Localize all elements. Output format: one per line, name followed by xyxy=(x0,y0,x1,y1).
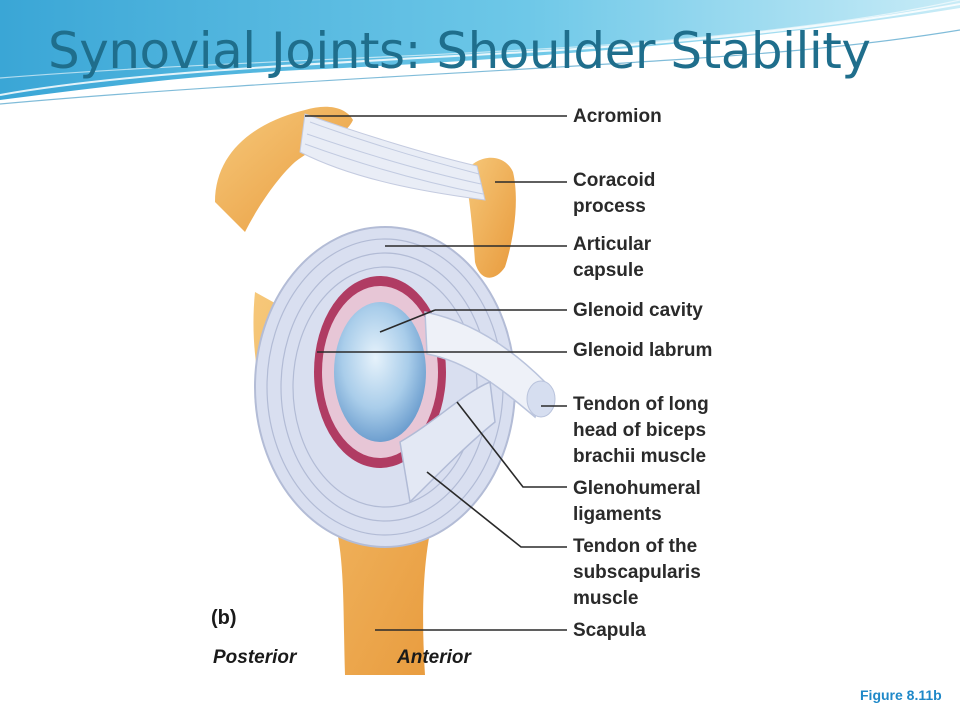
slide-title: Synovial Joints: Shoulder Stability xyxy=(48,22,871,80)
label-subscapularis-tendon: Tendon of the subscapularis muscle xyxy=(573,536,701,609)
label-biceps-tendon: Tendon of long head of biceps brachii mu… xyxy=(573,394,709,467)
leader-lines xyxy=(305,115,567,631)
subscapularis-tendon xyxy=(399,380,496,504)
panel-letter: (b) xyxy=(211,607,237,629)
view-label-posterior: Posterior xyxy=(213,647,297,668)
label-coracoid-process: Coracoid process xyxy=(573,170,656,217)
label-glenoid-labrum: Glenoid labrum xyxy=(573,340,713,361)
label-articular-capsule: Articular capsule xyxy=(573,234,652,281)
label-glenohumeral-ligaments: Glenohumeral ligaments xyxy=(573,478,701,525)
glenoid-cavity xyxy=(334,302,426,442)
shoulder-figure: Acromion Coracoid process Articular caps… xyxy=(195,92,763,675)
label-acromion: Acromion xyxy=(573,106,662,127)
leader-glenoid-cavity xyxy=(379,309,436,333)
label-scapula: Scapula xyxy=(573,620,646,641)
leader-subscapularis xyxy=(426,471,567,548)
shoulder-joint-illustration xyxy=(215,106,556,675)
biceps-tendon xyxy=(424,311,546,419)
leader-glenohumeral xyxy=(456,401,567,488)
view-label-anterior: Anterior xyxy=(397,647,471,668)
ligament-band xyxy=(299,113,486,201)
label-glenoid-cavity: Glenoid cavity xyxy=(573,300,703,321)
figure-caption: Figure 8.11b xyxy=(860,687,942,703)
header-wave-banner xyxy=(0,0,960,105)
